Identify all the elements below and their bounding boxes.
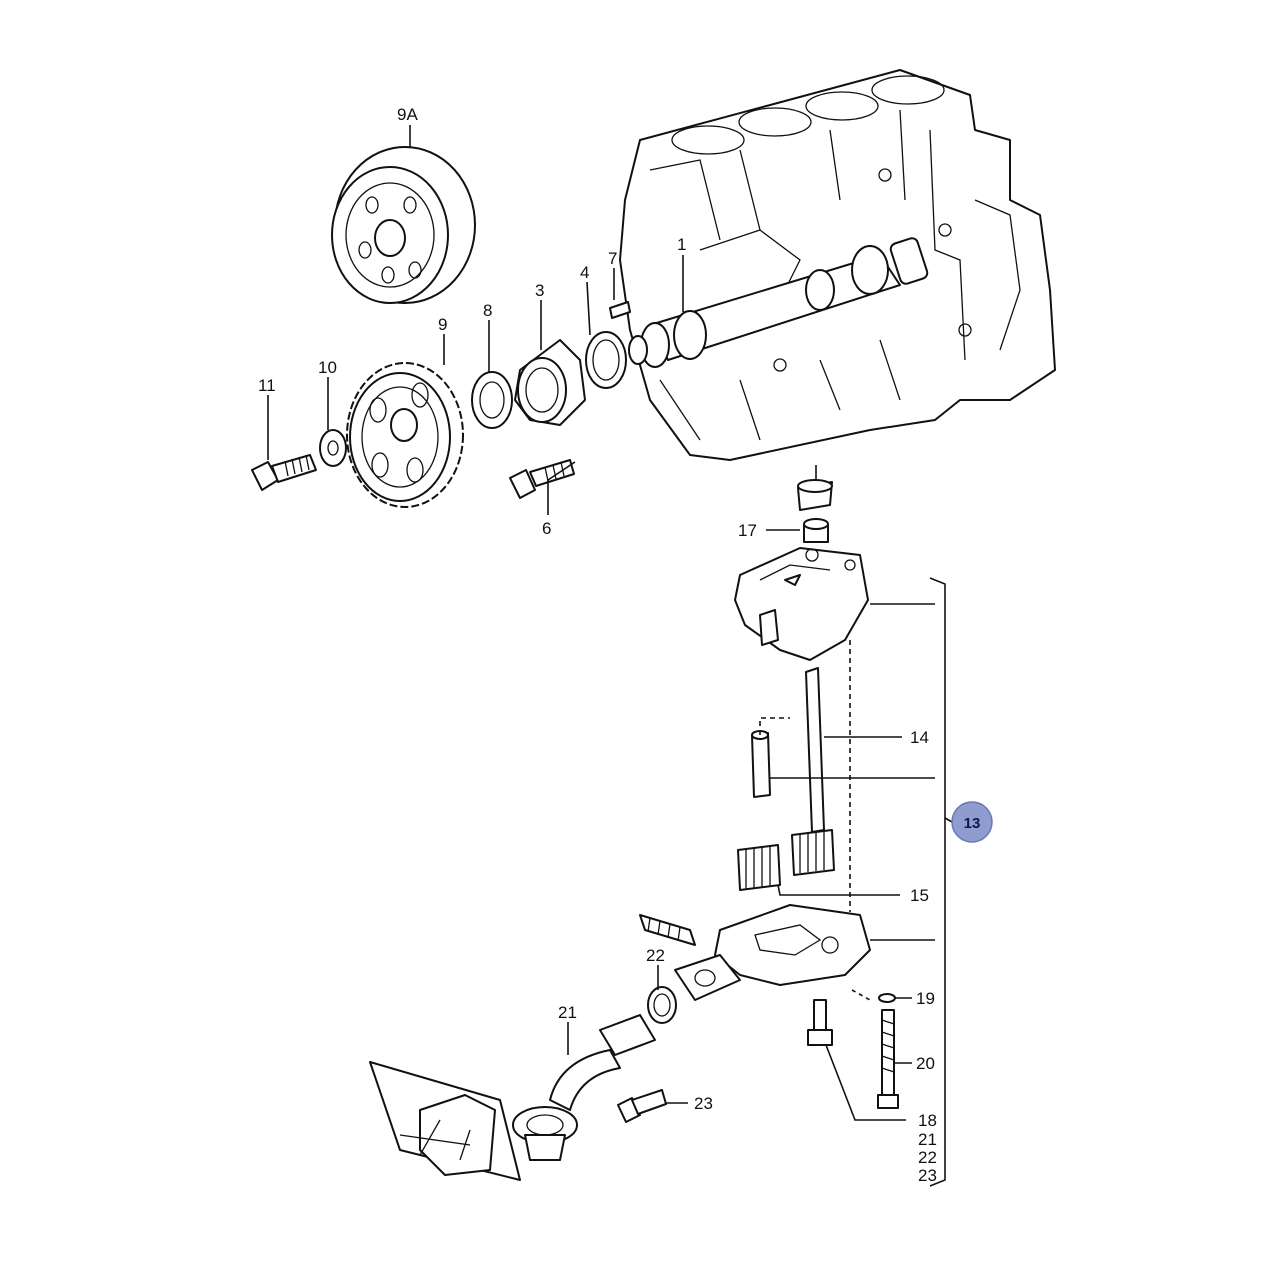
washer-10 (319, 429, 347, 467)
label-7: 7 (608, 249, 617, 268)
gear-15 (737, 844, 781, 891)
intermediate-shaft (628, 237, 929, 368)
label-4: 4 (580, 263, 589, 282)
bushing-17 (803, 518, 829, 543)
label-19: 19 (916, 989, 935, 1008)
label-stack-21: 21 (918, 1130, 937, 1149)
drive-bushing (797, 479, 833, 511)
flange-3 (514, 339, 586, 426)
pump-pin (751, 730, 771, 798)
bolt-11 (251, 454, 317, 491)
sprocket-9 (346, 362, 464, 508)
label-17: 17 (738, 521, 757, 540)
seal-8 (471, 371, 513, 429)
baffle-plate (369, 1061, 521, 1181)
label-22: 22 (646, 946, 665, 965)
label-10: 10 (318, 358, 337, 377)
washer-19 (878, 993, 896, 1003)
stud-20 (877, 1009, 899, 1109)
drive-shaft-14 (791, 667, 835, 876)
label-21: 21 (558, 1003, 577, 1022)
label-9a: 9A (397, 105, 418, 124)
label-18: 18 (918, 1111, 937, 1130)
part-13-badge[interactable]: 13 (951, 801, 993, 843)
label-stack-22: 22 (918, 1148, 937, 1167)
oil-pump-upper-housing (734, 547, 869, 661)
label-1: 1 (677, 235, 686, 254)
label-15: 15 (910, 886, 929, 905)
label-20: 20 (916, 1054, 935, 1073)
bolt-23 (617, 1089, 667, 1123)
leader-lines (267, 125, 953, 1187)
label-9: 9 (438, 315, 447, 334)
label-8: 8 (483, 301, 492, 320)
label-stack-23: 23 (918, 1166, 937, 1185)
badge-13-label: 13 (964, 815, 981, 832)
label-14: 14 (910, 728, 929, 747)
part-labels: 9A 1 3 4 7 8 9 10 11 6 17 14 15 22 21 19… (258, 105, 937, 1185)
gasket-22 (647, 986, 677, 1024)
pickup-tube-21 (512, 1014, 656, 1161)
label-3: 3 (535, 281, 544, 300)
gasket-4 (585, 331, 627, 389)
pulley-9a (331, 146, 476, 304)
bolt-18 (807, 999, 833, 1046)
label-23: 23 (694, 1094, 713, 1113)
engine-block (619, 69, 1056, 461)
oil-pump-lower-housing (639, 904, 871, 1001)
key-7 (609, 301, 631, 319)
bolt-6 (509, 459, 575, 499)
label-6: 6 (542, 519, 551, 538)
label-11: 11 (258, 376, 276, 395)
